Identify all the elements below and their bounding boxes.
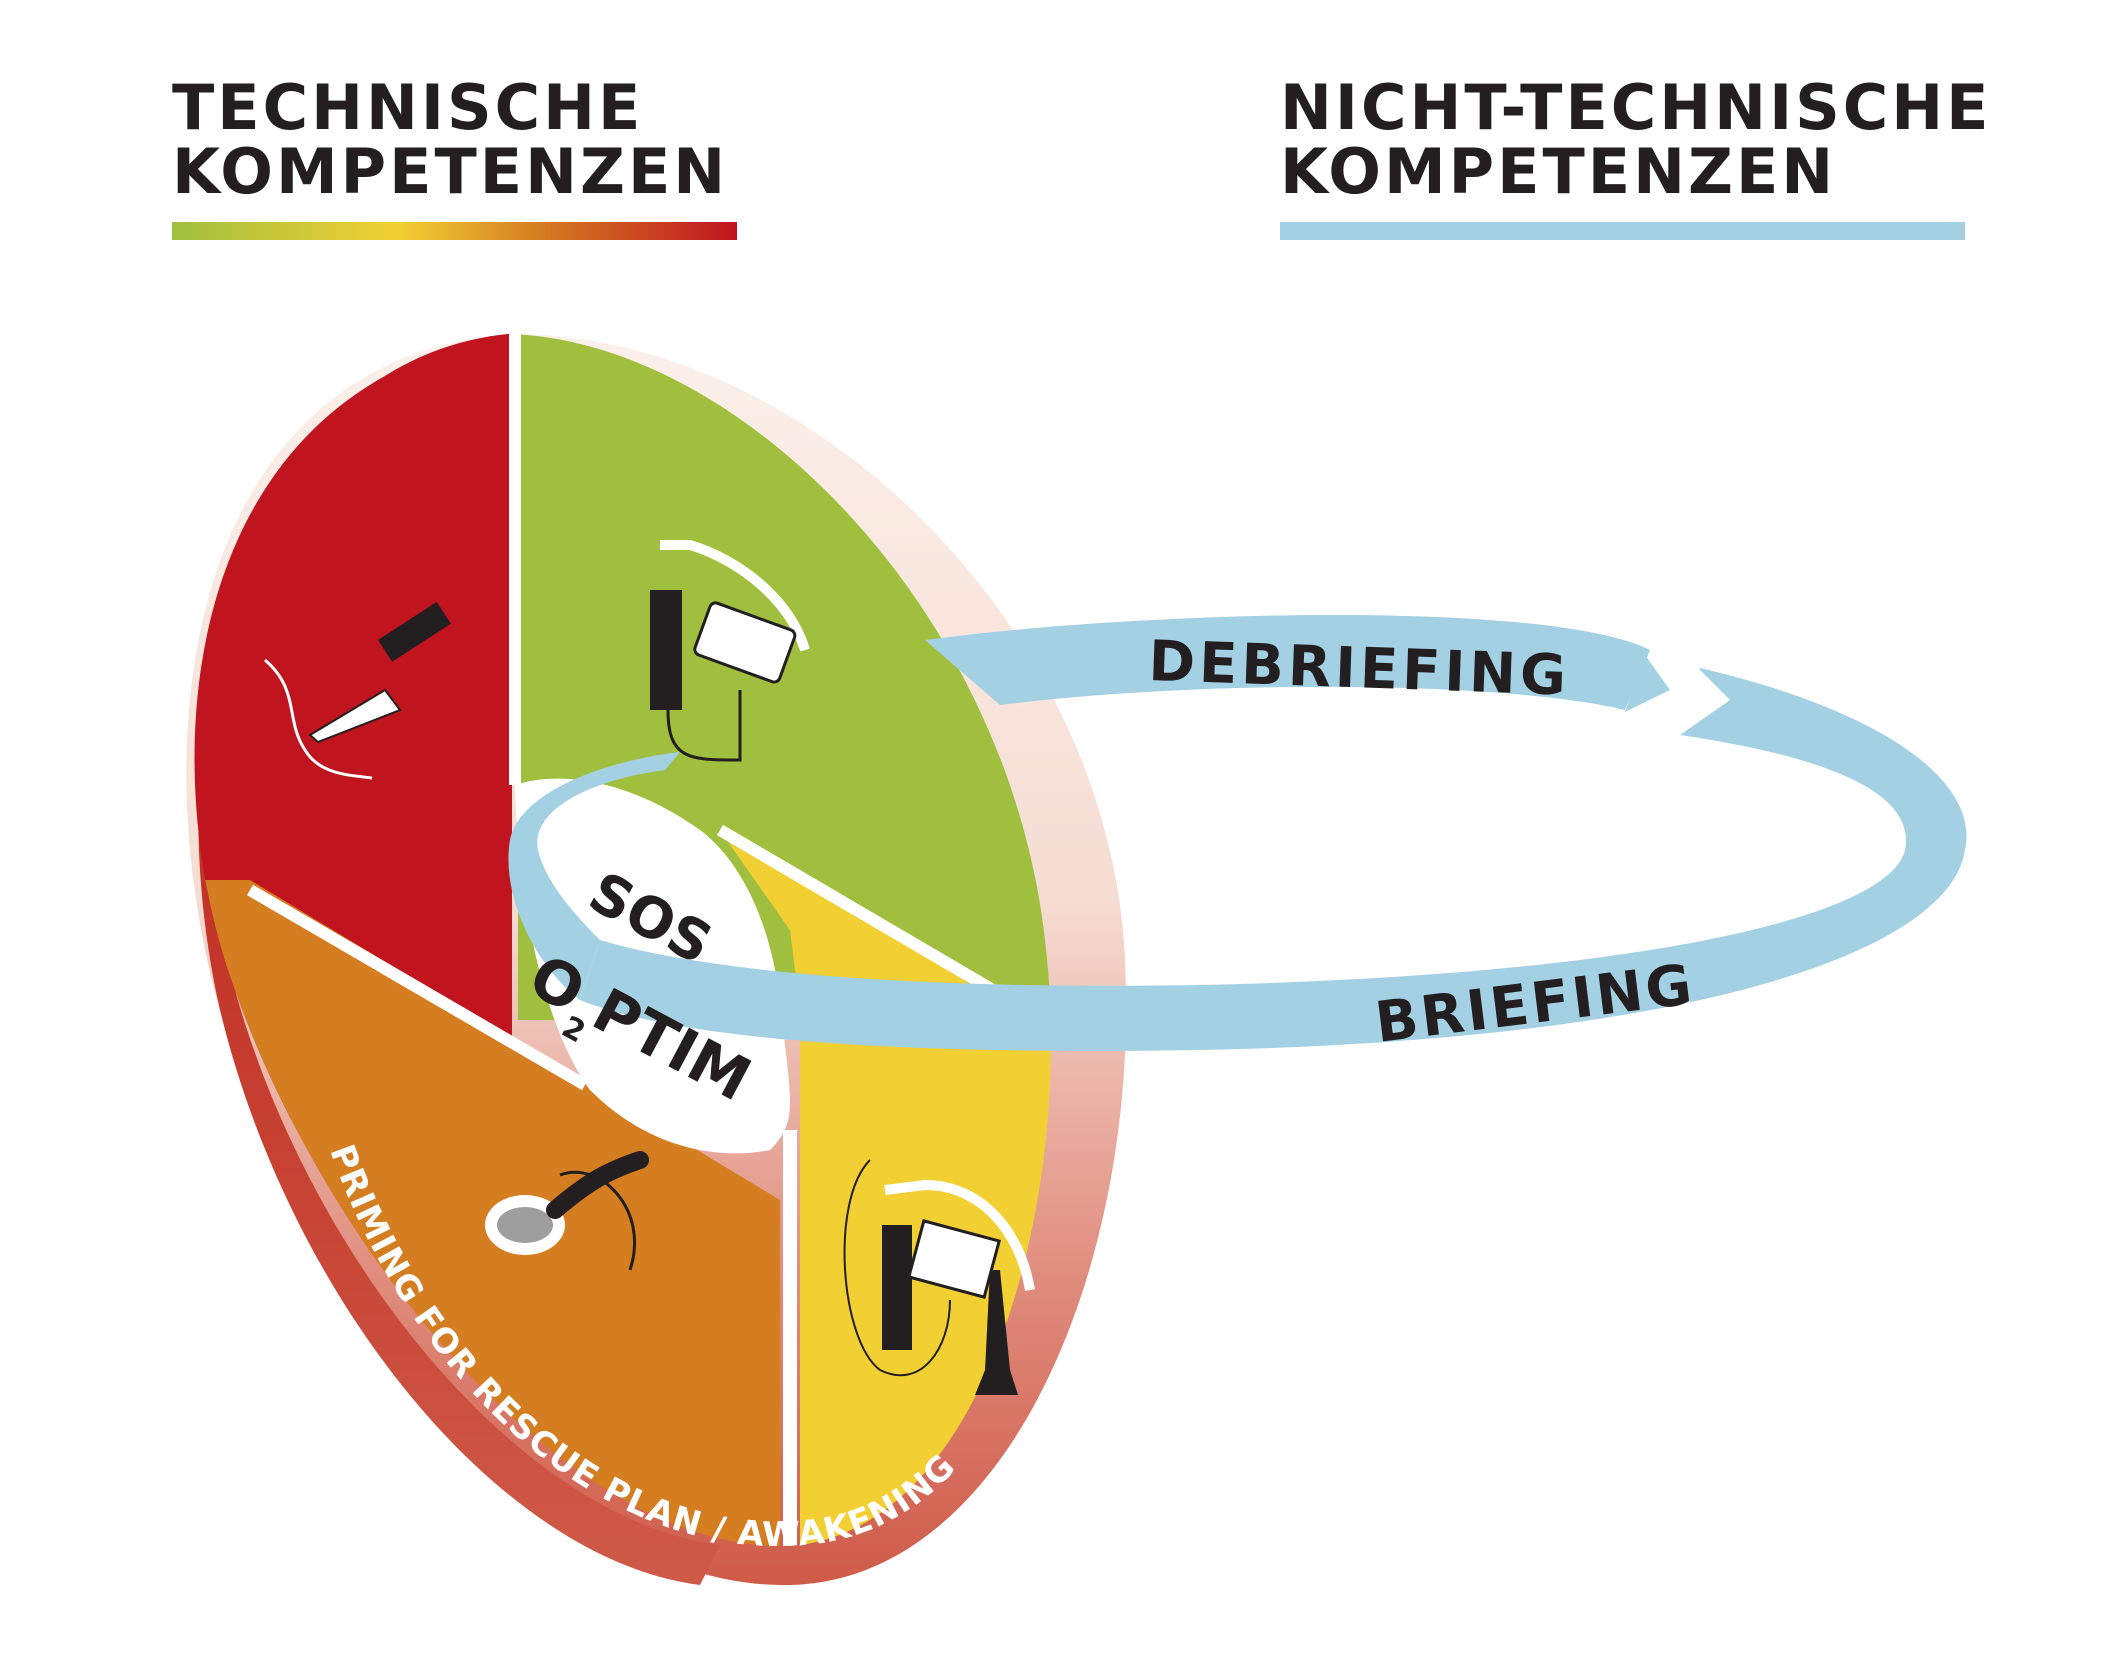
yellow-wedge [728,842,1000,1010]
non-technical-competencies-heading: NICHT-TECHNISCHE KOMPETENZEN [1280,76,1992,204]
technical-gradient-bar [172,222,737,240]
non-technical-heading-line2: KOMPETENZEN [1280,135,1837,208]
non-technical-blue-bar [1280,222,1965,240]
scalpel-icon [264,601,451,780]
videolaryngoscope-icon [650,540,810,762]
ring-right-arc [580,668,1967,1051]
ring-arrow-head [1625,655,1670,712]
debriefing-label: DEBRIEFING [1148,629,1572,709]
non-technical-heading-line1: NICHT-TECHNISCHE [1280,71,1992,144]
technical-heading-line1: TECHNISCHE [172,71,644,144]
ring-left-arc [508,752,680,1000]
ring-notch [1680,660,1730,735]
ring-back-arc [925,615,1650,710]
technical-heading-line2: KOMPETENZEN [172,135,729,208]
hyperangulated-videolaryngoscope-icon [843,1159,1035,1395]
laryngeal-mask-icon [485,1151,649,1271]
technical-competencies-heading: TECHNISCHE KOMPETENZEN [172,76,728,204]
disc-rim-left [198,334,720,1585]
